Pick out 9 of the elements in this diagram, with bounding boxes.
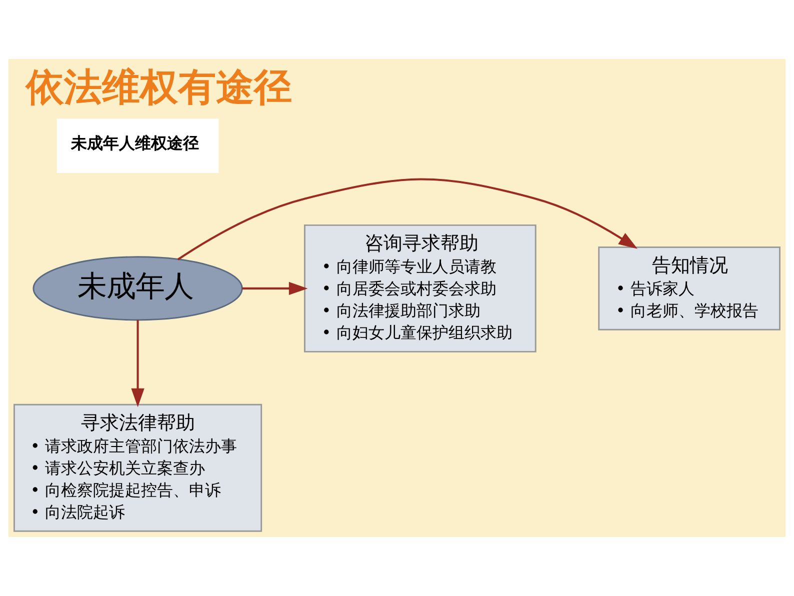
node-box: 寻求法律帮助 • 请求政府主管部门依法办事 • 请求公安机关立案查办 • 向检察院提起控告、申诉 • 向法院起诉 [14,404,262,532]
node-ellipse: 未成年人 [32,256,243,321]
node-box: 咨询寻求帮助 • 向律师等专业人员请教 • 向居委会或村委会求助 • 向法律援助部门求助 • 向妇女儿童保护组织求助 [304,224,536,352]
arrow [131,320,144,408]
node-box: 告知情况 • 告诉家人 • 向老师、学校报告 [598,246,780,330]
arrow [242,282,308,296]
diagram-title: 依法维权有途径 [26,66,292,110]
node-box: 未成年人维权途径 [56,118,219,173]
arrow [177,178,638,260]
